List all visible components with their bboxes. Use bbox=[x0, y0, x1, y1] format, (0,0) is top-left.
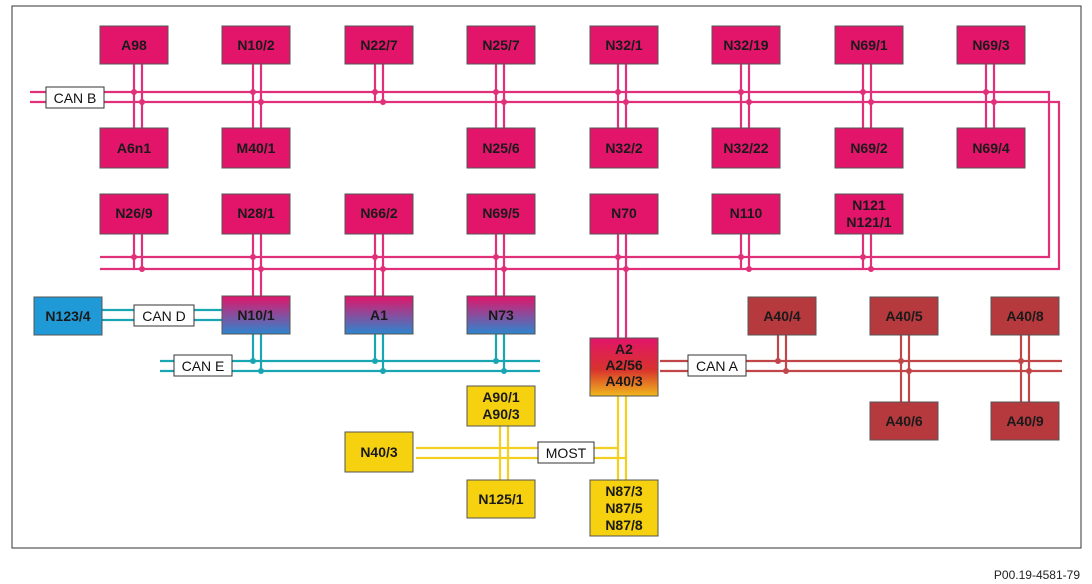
node-n40-3: N40/3 bbox=[344, 431, 414, 473]
svg-text:A40/6: A40/6 bbox=[885, 413, 923, 429]
node-n32-22: N32/22 bbox=[711, 127, 781, 169]
svg-text:N40/3: N40/3 bbox=[360, 444, 398, 460]
node-n25-6: N25/6 bbox=[466, 127, 536, 169]
node-a2-gateway: A2 A2/56 A40/3 bbox=[589, 337, 659, 397]
node-n69-3: N69/3 bbox=[956, 25, 1026, 65]
svg-text:N25/6: N25/6 bbox=[482, 140, 520, 156]
can-a-junctions bbox=[775, 358, 1032, 374]
node-a6n1: A6n1 bbox=[99, 127, 169, 169]
svg-text:CAN D: CAN D bbox=[142, 308, 186, 324]
node-n26-9: N26/9 bbox=[99, 193, 169, 235]
node-a40-4: A40/4 bbox=[747, 296, 817, 336]
svg-text:N121: N121 bbox=[852, 197, 886, 213]
svg-text:N26/9: N26/9 bbox=[115, 205, 153, 221]
svg-text:A98: A98 bbox=[121, 37, 147, 53]
svg-text:MOST: MOST bbox=[546, 445, 587, 461]
svg-text:N32/1: N32/1 bbox=[605, 37, 643, 53]
svg-text:A2/56: A2/56 bbox=[605, 357, 643, 373]
node-n69-4: N69/4 bbox=[956, 127, 1026, 169]
node-n73: N73 bbox=[466, 295, 536, 335]
node-a40-9: A40/9 bbox=[990, 401, 1060, 441]
svg-text:N123/4: N123/4 bbox=[45, 308, 90, 324]
node-n70: N70 bbox=[589, 193, 659, 235]
node-n10-1: N10/1 bbox=[221, 295, 291, 335]
svg-text:CAN B: CAN B bbox=[54, 90, 97, 106]
svg-text:N69/1: N69/1 bbox=[850, 37, 888, 53]
svg-text:A1: A1 bbox=[370, 307, 388, 323]
svg-text:N69/4: N69/4 bbox=[972, 140, 1010, 156]
node-n87: N87/3 N87/5 N87/8 bbox=[589, 479, 659, 537]
svg-text:A90/3: A90/3 bbox=[482, 406, 520, 422]
node-n69-2: N69/2 bbox=[834, 127, 904, 169]
svg-text:A40/9: A40/9 bbox=[1006, 413, 1044, 429]
svg-text:A40/8: A40/8 bbox=[1006, 308, 1044, 324]
svg-text:N22/7: N22/7 bbox=[360, 37, 398, 53]
bus-label-can-a: CAN A bbox=[687, 354, 747, 377]
svg-text:A6n1: A6n1 bbox=[117, 140, 151, 156]
can-b-bus bbox=[30, 60, 1061, 338]
can-e-junctions bbox=[250, 358, 507, 374]
node-n32-2: N32/2 bbox=[589, 127, 659, 169]
svg-text:N28/1: N28/1 bbox=[237, 205, 275, 221]
node-n25-7: N25/7 bbox=[466, 25, 536, 65]
bus-label-most: MOST bbox=[537, 441, 595, 464]
node-n22-7: N22/7 bbox=[344, 25, 414, 65]
svg-text:N70: N70 bbox=[611, 205, 637, 221]
svg-text:N110: N110 bbox=[730, 205, 763, 221]
node-n110: N110 bbox=[711, 193, 781, 235]
svg-text:N69/2: N69/2 bbox=[850, 140, 888, 156]
node-m40-1: M40/1 bbox=[221, 127, 291, 169]
node-a98: A98 bbox=[99, 25, 169, 65]
bus-label-can-d: CAN D bbox=[133, 304, 195, 327]
node-n69-1: N69/1 bbox=[834, 25, 904, 65]
node-n125-1: N125/1 bbox=[466, 479, 536, 519]
svg-text:N69/3: N69/3 bbox=[972, 37, 1010, 53]
svg-text:A40/5: A40/5 bbox=[885, 308, 923, 324]
svg-text:N10/1: N10/1 bbox=[237, 307, 275, 323]
svg-text:N10/2: N10/2 bbox=[237, 37, 275, 53]
svg-text:N73: N73 bbox=[488, 307, 514, 323]
svg-text:N87/8: N87/8 bbox=[605, 517, 643, 533]
svg-text:M40/1: M40/1 bbox=[237, 140, 276, 156]
node-a1: A1 bbox=[344, 295, 414, 335]
most-bus bbox=[416, 396, 628, 480]
node-n10-2: N10/2 bbox=[221, 25, 291, 65]
svg-text:CAN E: CAN E bbox=[182, 358, 225, 374]
node-a40-5: A40/5 bbox=[869, 296, 939, 336]
svg-text:N66/2: N66/2 bbox=[360, 205, 398, 221]
node-n69-5: N69/5 bbox=[466, 193, 536, 235]
can-b-junctions bbox=[131, 89, 997, 272]
svg-text:A40/4: A40/4 bbox=[763, 308, 801, 324]
svg-text:N87/3: N87/3 bbox=[605, 483, 643, 499]
node-a90: A90/1 A90/3 bbox=[466, 385, 536, 427]
svg-text:N125/1: N125/1 bbox=[478, 491, 523, 507]
node-n121: N121 N121/1 bbox=[834, 193, 904, 235]
bus-label-can-e: CAN E bbox=[173, 354, 233, 377]
node-a40-8: A40/8 bbox=[990, 296, 1060, 336]
svg-text:A2: A2 bbox=[615, 341, 633, 357]
figure-reference-code: P00.19-4581-79 bbox=[993, 568, 1080, 582]
node-n66-2: N66/2 bbox=[344, 193, 414, 235]
svg-text:N87/5: N87/5 bbox=[605, 500, 643, 516]
svg-text:N32/19: N32/19 bbox=[723, 37, 768, 53]
svg-text:N69/5: N69/5 bbox=[482, 205, 520, 221]
svg-text:CAN A: CAN A bbox=[696, 358, 739, 374]
node-n123-4: N123/4 bbox=[33, 296, 103, 336]
bus-label-can-b: CAN B bbox=[45, 86, 105, 109]
svg-text:N32/22: N32/22 bbox=[723, 140, 768, 156]
node-n32-19: N32/19 bbox=[711, 25, 781, 65]
svg-text:N25/7: N25/7 bbox=[482, 37, 520, 53]
diagram-frame bbox=[11, 5, 1082, 549]
node-n32-1: N32/1 bbox=[589, 25, 659, 65]
svg-text:N32/2: N32/2 bbox=[605, 140, 643, 156]
svg-text:A40/3: A40/3 bbox=[605, 373, 643, 389]
svg-text:N121/1: N121/1 bbox=[846, 214, 891, 230]
node-n28-1: N28/1 bbox=[221, 193, 291, 235]
node-a40-6: A40/6 bbox=[869, 401, 939, 441]
svg-text:A90/1: A90/1 bbox=[482, 389, 520, 405]
